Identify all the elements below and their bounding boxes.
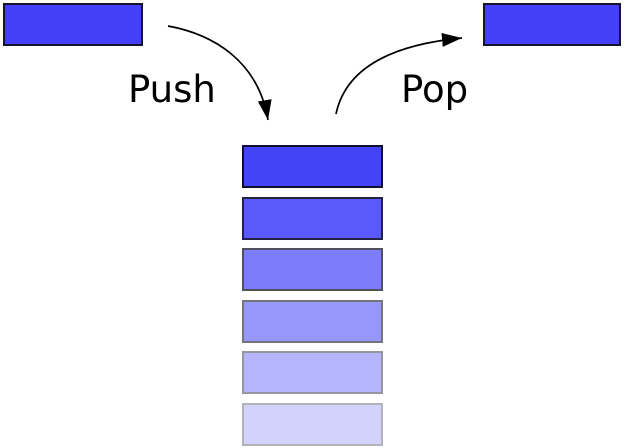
stack-item (242, 145, 383, 188)
incoming-element-box (3, 3, 143, 46)
stack-item (242, 248, 383, 291)
stack-item (242, 300, 383, 343)
stack-item (242, 197, 383, 240)
stack-item (242, 351, 383, 394)
outgoing-element-box (483, 3, 621, 46)
stack-item (242, 403, 383, 446)
